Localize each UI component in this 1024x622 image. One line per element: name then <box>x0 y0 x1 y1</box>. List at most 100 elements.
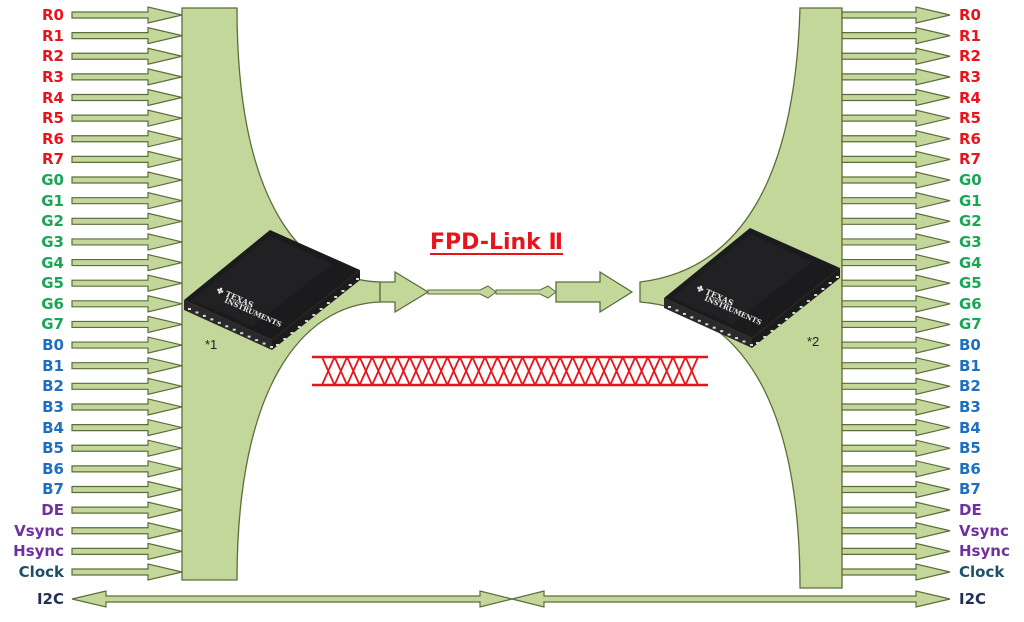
signal-label-left-g4: G4 <box>41 253 64 272</box>
signal-label-right-vsync: Vsync <box>959 521 1009 540</box>
signal-label-right-r7: R7 <box>959 150 981 169</box>
chip-pin <box>319 308 323 310</box>
cable-twist <box>446 356 461 386</box>
cable-twist <box>621 356 637 386</box>
chip-pin <box>777 324 781 326</box>
signal-label-right-b7: B7 <box>959 480 981 499</box>
signal-label-right-b3: B3 <box>959 397 981 416</box>
cable-twist <box>321 356 336 386</box>
chip-pin <box>312 314 316 316</box>
chip-pin <box>720 330 724 333</box>
cable-twist <box>408 356 424 386</box>
chip-pin <box>202 314 206 317</box>
signal-label-left-b0: B0 <box>42 336 64 355</box>
cable-twist <box>471 356 486 386</box>
cable-twist <box>383 356 399 386</box>
input-arrow-G4 <box>71 253 183 272</box>
signal-label-right-r3: R3 <box>959 67 981 86</box>
output-arrow-B2 <box>841 377 951 396</box>
chip-pin <box>705 323 709 326</box>
chip-sheen <box>672 234 812 324</box>
cable-twist <box>559 356 574 386</box>
chip-pin <box>255 339 259 342</box>
input-arrow-Clock <box>71 563 183 581</box>
cable-twist <box>521 356 536 386</box>
output-arrow-R7 <box>841 150 951 169</box>
chip-pin <box>305 320 309 322</box>
signal-label-left-hsync: Hsync <box>13 542 64 561</box>
signal-label-right-r5: R5 <box>959 109 981 128</box>
input-arrow-R6 <box>71 130 183 148</box>
input-arrow-G7 <box>71 315 183 334</box>
input-arrow-Vsync <box>71 521 183 540</box>
chip-pin <box>821 288 825 290</box>
output-arrow-R5 <box>841 109 951 127</box>
signal-label-left-g5: G5 <box>41 274 64 293</box>
signal-label-right-b0: B0 <box>959 336 981 355</box>
i2c-arrow-left <box>71 590 513 608</box>
chip-side <box>272 270 360 350</box>
signal-label-left-g6: G6 <box>41 294 64 313</box>
signal-label-right-clock: Clock <box>959 563 1005 581</box>
chip-pin <box>682 312 686 315</box>
output-arrow-B5 <box>841 439 951 457</box>
signal-label-left-g1: G1 <box>41 191 64 210</box>
chip-pin <box>262 342 266 345</box>
signal-label-left-r4: R4 <box>42 88 64 107</box>
chip-note-1: *1 <box>205 337 218 352</box>
signal-label-left-b7: B7 <box>42 480 64 499</box>
input-arrow-B5 <box>71 439 183 457</box>
output-arrow-R1 <box>841 26 951 45</box>
output-arrow-B6 <box>841 460 951 478</box>
output-arrow-Clock <box>841 563 951 581</box>
signal-label-left-r6: R6 <box>42 129 64 148</box>
cable-twist <box>659 356 674 386</box>
signal-label-left-r3: R3 <box>42 67 64 86</box>
chip-pin <box>247 335 251 338</box>
cable-twist <box>546 356 561 386</box>
signal-label-right-b1: B1 <box>959 356 981 375</box>
input-arrow-R2 <box>71 47 183 66</box>
chip-pin <box>232 328 236 331</box>
output-arrow-R2 <box>841 47 951 66</box>
signal-label-right-b6: B6 <box>959 459 981 478</box>
output-arrow-R6 <box>841 130 951 148</box>
cable-twist <box>433 356 449 386</box>
input-arrow-B1 <box>71 356 183 375</box>
signal-label-right-de: DE <box>959 501 982 520</box>
chip-pin <box>276 344 279 346</box>
cable-twist <box>358 356 373 386</box>
chip-pin <box>806 300 810 302</box>
chip-pin <box>210 318 214 321</box>
chip-pin <box>188 308 191 310</box>
input-arrow-G2 <box>71 212 183 231</box>
input-arrow-B2 <box>71 377 183 396</box>
chip-pin <box>356 278 359 280</box>
output-arrow-G5 <box>841 274 951 292</box>
signal-label-right-b4: B4 <box>959 418 981 437</box>
signal-label-right-g7: G7 <box>959 315 982 334</box>
signal-label-left-r5: R5 <box>42 109 64 128</box>
output-arrow-R0 <box>841 6 951 24</box>
cable-twist <box>509 356 524 386</box>
chip-pin <box>348 284 352 286</box>
chip-pin <box>785 318 789 320</box>
input-arrow-G1 <box>71 191 183 210</box>
chip-pin <box>727 333 731 336</box>
signal-label-right-hsync: Hsync <box>959 542 1010 561</box>
chip-pin <box>217 321 221 324</box>
signal-label-left-b1: B1 <box>42 356 64 375</box>
input-arrow-Hsync <box>71 542 183 561</box>
output-arrow-B4 <box>841 418 951 437</box>
output-arrow-G3 <box>841 233 951 251</box>
cable-twist <box>534 356 549 386</box>
signal-label-left-vsync: Vsync <box>14 521 64 540</box>
chip-sheen <box>192 236 332 326</box>
cable-twist <box>396 356 411 386</box>
chip-pin <box>270 346 273 348</box>
output-arrow-B1 <box>841 356 951 375</box>
chip-pin <box>668 306 671 308</box>
signal-label-left-r2: R2 <box>42 47 64 66</box>
